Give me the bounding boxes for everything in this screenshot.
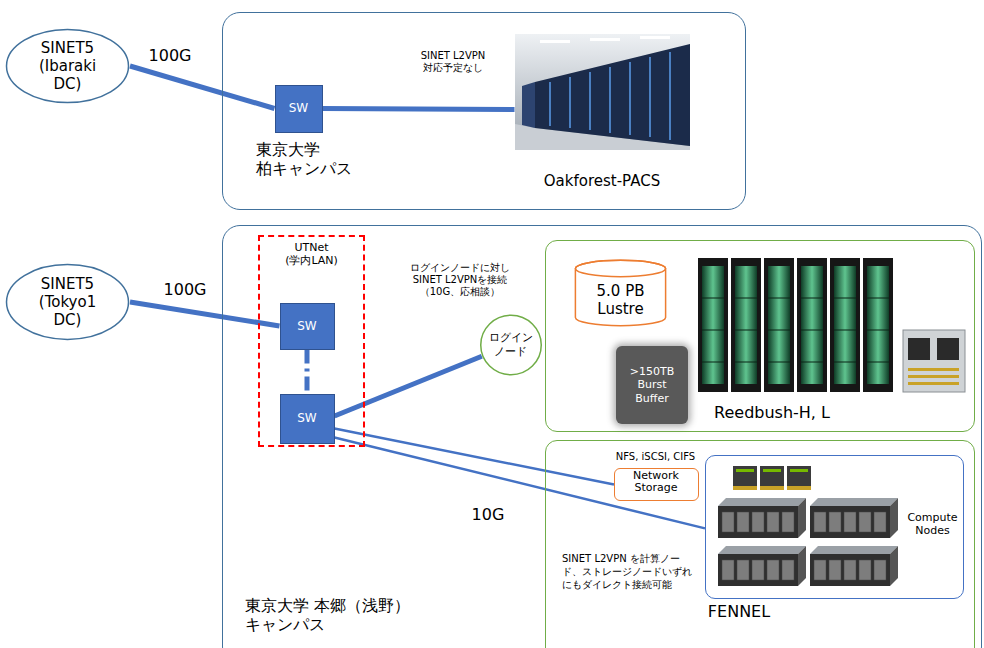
- node-board: [903, 330, 965, 392]
- rack-end: [522, 82, 535, 128]
- connection-note: SINET L2VPN を計算ノード、ストレージノードいずれにもダイレクト接続可…: [562, 552, 698, 591]
- storage-box: NFS, iSCSI, CIFSNetwork Storage: [614, 468, 699, 501]
- switch-box: SW: [275, 85, 323, 133]
- lan-group: UTNet (学内LAN) SW SW: [258, 235, 365, 447]
- text-slot: 10G: [462, 505, 514, 524]
- cloud-label: SINET5 (Tokyo1 DC): [27, 275, 109, 329]
- storage-cylinder: 5.0 PB Lustre: [574, 259, 667, 327]
- lan-name: UTNet (学内LAN): [272, 241, 352, 267]
- buffer-label: >150TB Burst Buffer: [620, 365, 684, 405]
- rack-stripe: [549, 82, 551, 126]
- switch-label: SW: [285, 411, 329, 425]
- memory-slot: [908, 375, 959, 378]
- memory-slot: [908, 382, 959, 385]
- link-line: [323, 109, 515, 110]
- rack-stripe: [569, 77, 571, 128]
- link-line: [335, 438, 706, 529]
- server-unit: [810, 546, 898, 586]
- bandwidth-label: 100G: [158, 280, 212, 299]
- rack-cabinet: [764, 258, 794, 392]
- server-unit: [810, 498, 898, 538]
- text-slot: SINET L2VPN を計算ノード、ストレージノードいずれにもダイレクト接続可…: [562, 552, 698, 591]
- text-slot: 100G: [143, 46, 197, 65]
- rack-row: [535, 44, 690, 146]
- text-slot: 100G: [158, 280, 212, 299]
- rack-cabinet: [830, 258, 860, 392]
- cpu-chip: [937, 338, 959, 360]
- text-slot: 東京大学 柏キャンパス: [256, 140, 386, 178]
- compute-group: Compute Nodes: [705, 455, 964, 599]
- link-line: [335, 356, 482, 416]
- switch-label: SW: [285, 319, 329, 333]
- text-slot: Oakforest-PACS: [515, 172, 690, 190]
- text-slot: ログインノードに対し SINET L2VPNを接続 （10G、応相談）: [403, 262, 517, 298]
- bandwidth-label: 100G: [143, 46, 197, 65]
- bandwidth-label: 10G: [462, 505, 514, 524]
- cylinder-top: [575, 260, 665, 276]
- text-slot: NFS, iSCSI, CIFS: [609, 451, 703, 463]
- text-slot: Network Storage: [616, 470, 697, 495]
- board: [903, 330, 965, 392]
- ceiling-light: [590, 38, 620, 41]
- server-unit: [718, 498, 806, 538]
- group-label: Compute Nodes: [904, 511, 962, 537]
- server-unit: [718, 546, 806, 586]
- outline-ellipse: [7, 265, 129, 340]
- supercomputer: Oakforest-PACS: [515, 34, 690, 196]
- cloud-ellipse: SINET5 (Ibaraki DC): [5, 28, 130, 104]
- ceiling-light: [640, 36, 670, 39]
- cloud-label: SINET5 (Ibaraki DC): [27, 39, 109, 93]
- rack-stripe: [609, 67, 611, 133]
- text-slot: Compute Nodes: [904, 511, 962, 537]
- outline-ellipse: [7, 30, 129, 103]
- rack-cabinet: [863, 258, 893, 392]
- campus-panel: 東京大学 柏キャンパス SW Oakforest-PACS: [222, 12, 746, 210]
- rack-cabinet: [698, 258, 728, 392]
- text-slot: FENNEL: [699, 602, 779, 621]
- connection-note: ログインノードに対し SINET L2VPNを接続 （10G、応相談）: [403, 262, 517, 298]
- campus-name: 東京大学 柏キャンパス: [256, 140, 386, 178]
- text-slot: SINET L2VPN 対応予定なし: [406, 50, 500, 74]
- cylinder-body: [575, 260, 665, 325]
- node-label: ログイン ノード: [486, 331, 536, 357]
- gpu-card: [733, 466, 757, 490]
- memory-slot: [908, 368, 959, 371]
- switch-label: SW: [279, 101, 319, 115]
- rack-stripe: [629, 62, 631, 135]
- cpu-chip: [908, 338, 930, 360]
- system-panel: Reedbush-H, L 5.0 PB Lustre >150TB Burst B…: [545, 240, 975, 432]
- rack-cabinet: [731, 258, 761, 392]
- link-line: [305, 350, 310, 394]
- protocol-list: NFS, iSCSI, CIFS: [609, 451, 703, 463]
- rack-stripe: [589, 72, 591, 130]
- datacenter-photo: [515, 34, 690, 150]
- storage-label: Network Storage: [616, 470, 697, 495]
- link-line: [335, 429, 615, 485]
- storage-label: 5.0 PB Lustre: [580, 282, 662, 318]
- text-slot: 東京大学 本郷（浅野）キャンパス: [245, 596, 435, 634]
- campus-name: 東京大学 本郷（浅野）キャンパス: [245, 596, 435, 634]
- cloud-ellipse: SINET5 (Tokyo1 DC): [5, 263, 130, 341]
- link-note: SINET L2VPN 対応予定なし: [406, 50, 500, 74]
- system-name: FENNEL: [699, 602, 779, 621]
- burst-buffer: >150TB Burst Buffer: [616, 346, 688, 424]
- text-slot: Reedbush-H, L: [687, 403, 857, 422]
- switch-box: SW: [280, 303, 335, 350]
- system-panel: FENNELNFS, iSCSI, CIFSNetwork StorageCom…: [545, 440, 975, 648]
- system-name: Reedbush-H, L: [687, 403, 857, 422]
- gpu-card: [760, 466, 784, 490]
- system-name: Oakforest-PACS: [515, 172, 690, 190]
- gpu-card: [787, 466, 811, 490]
- switch-box: SW: [280, 394, 335, 444]
- outline-ellipse: [480, 315, 541, 375]
- rack-stripe: [649, 57, 651, 137]
- photo-ground: [515, 34, 690, 150]
- rack-cabinet: [797, 258, 827, 392]
- login-node: ログイン ノード: [480, 314, 542, 376]
- text-slot: UTNet (学内LAN): [272, 241, 352, 267]
- ceiling-light: [540, 40, 570, 43]
- link-line: [130, 66, 275, 109]
- rack-stripe: [669, 52, 671, 140]
